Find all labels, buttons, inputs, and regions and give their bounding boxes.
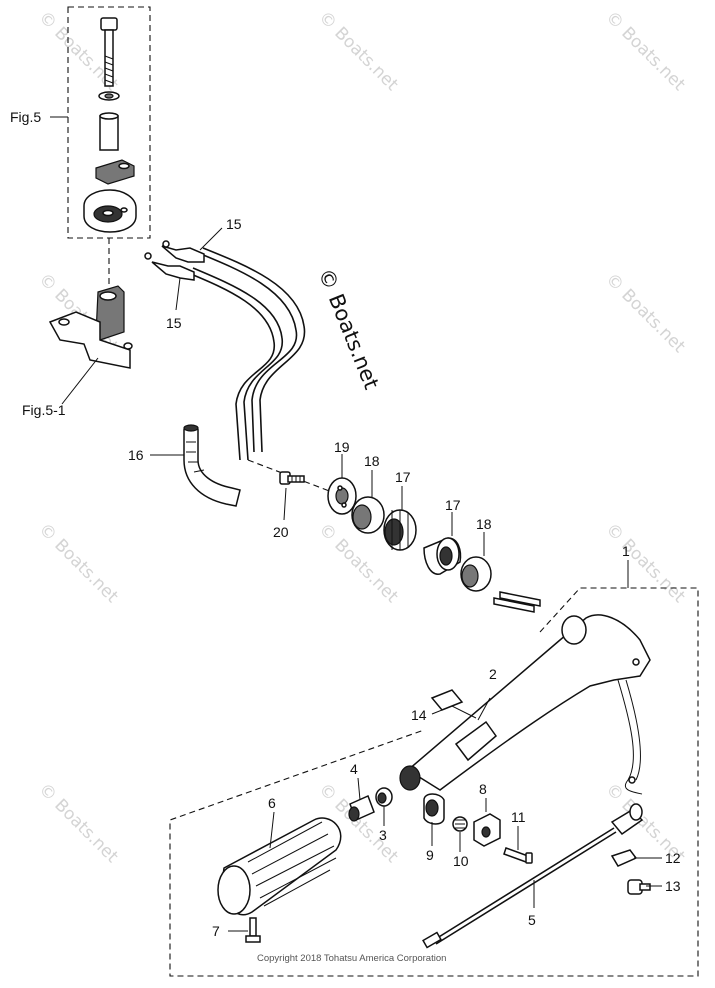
bolt-part (100, 17, 118, 87)
fig5-1-label: Fig.5-1 (22, 402, 66, 418)
callout-18b: 18 (476, 516, 492, 532)
hose-part (183, 424, 241, 507)
callout-15a: 15 (226, 216, 242, 232)
callout-16: 16 (128, 447, 144, 463)
plate-19 (327, 477, 357, 515)
watermark-tile: © Boats.net (34, 519, 122, 607)
part-9 (423, 793, 445, 825)
bracket-part (95, 159, 135, 185)
watermark-tile: © Boats.net (601, 7, 689, 95)
callout-18a: 18 (364, 453, 380, 469)
callout-1: 1 (622, 543, 630, 559)
callout-5: 5 (528, 912, 536, 928)
watermark-main: © Boats.net (313, 265, 383, 393)
screw-11 (503, 847, 533, 864)
decal-14 (430, 689, 464, 711)
screw-7 (245, 917, 261, 943)
callout-17b: 17 (445, 497, 461, 513)
assembly-1-outline (169, 587, 699, 977)
screw-20 (279, 471, 305, 485)
rod-5 (422, 803, 644, 949)
callout-10: 10 (453, 853, 469, 869)
watermark-tile: © Boats.net (601, 519, 689, 607)
ring-18a (351, 496, 385, 534)
callout-8: 8 (479, 781, 487, 797)
callout-7: 7 (212, 923, 220, 939)
fig5-label: Fig.5 (10, 109, 41, 125)
gear-17a (383, 509, 417, 551)
callout-14: 14 (411, 707, 427, 723)
callout-12: 12 (665, 850, 681, 866)
screw-13 (627, 879, 651, 895)
part-8 (473, 813, 501, 847)
collar-part (99, 112, 119, 151)
fig5-1-bracket (48, 285, 133, 369)
grip-6 (217, 817, 342, 916)
watermark-tiles: © Boats.net © Boats.net © Boats.net © Bo… (34, 7, 689, 867)
callout-20: 20 (273, 524, 289, 540)
callout-19: 19 (334, 439, 350, 455)
mount-part (83, 189, 137, 233)
tiller-arm-2 (399, 614, 651, 795)
callout-2: 2 (489, 666, 497, 682)
callout-11: 11 (511, 809, 526, 825)
watermark-tile: © Boats.net (601, 269, 689, 357)
watermark-tile: © Boats.net (34, 779, 122, 867)
ring-18b (460, 556, 492, 592)
copyright-text: Copyright 2018 Tohatsu America Corporati… (257, 953, 446, 964)
callout-4: 4 (350, 761, 358, 777)
callout-13: 13 (665, 878, 681, 894)
spring-10 (452, 816, 468, 832)
part-12 (610, 849, 638, 867)
fig5-assembly: Fig.5 (10, 6, 151, 418)
callout-3: 3 (379, 827, 387, 843)
fig5-1-leader (61, 357, 99, 405)
cable-tips (493, 591, 541, 613)
part-3 (375, 787, 393, 807)
callout-6: 6 (268, 795, 276, 811)
callout-15b: 15 (166, 315, 182, 331)
gear-17b (423, 537, 462, 575)
callout-17a: 17 (395, 469, 411, 485)
throttle-cables (144, 240, 333, 493)
callout-9: 9 (426, 847, 434, 863)
watermark-tile: © Boats.net (314, 7, 402, 95)
part-4 (348, 794, 375, 822)
